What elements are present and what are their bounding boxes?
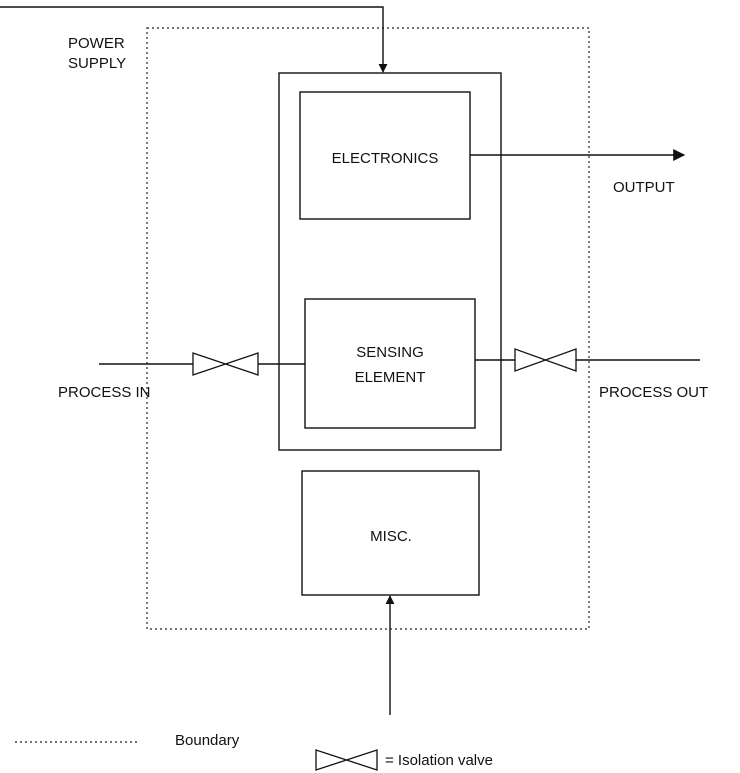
legend-boundary-label: Boundary bbox=[175, 732, 240, 749]
misc-block bbox=[301, 470, 480, 596]
output-label: OUTPUT bbox=[613, 179, 675, 196]
electronics-label: ELECTRONICS bbox=[332, 150, 439, 167]
sensing-element-label-line1: SENSING bbox=[356, 344, 424, 361]
process-in-label: PROCESS IN bbox=[58, 384, 151, 401]
power-supply-label-line2: SUPPLY bbox=[68, 55, 126, 72]
power-supply-arrow bbox=[0, 6, 388, 73]
sensing-element-label-line2: ELEMENT bbox=[355, 369, 426, 386]
sensing-element-block bbox=[304, 298, 476, 429]
power-supply-label-line1: POWER bbox=[68, 35, 125, 52]
process-in-isolation-valve bbox=[192, 352, 259, 376]
system-boundary bbox=[146, 27, 590, 630]
process-out-isolation-valve bbox=[514, 348, 577, 372]
misc-label: MISC. bbox=[370, 528, 412, 545]
legend-valve-icon bbox=[315, 749, 378, 771]
legend-valve-label: = Isolation valve bbox=[385, 752, 493, 769]
instrument-housing bbox=[278, 72, 502, 451]
process-out-label: PROCESS OUT bbox=[599, 384, 708, 401]
